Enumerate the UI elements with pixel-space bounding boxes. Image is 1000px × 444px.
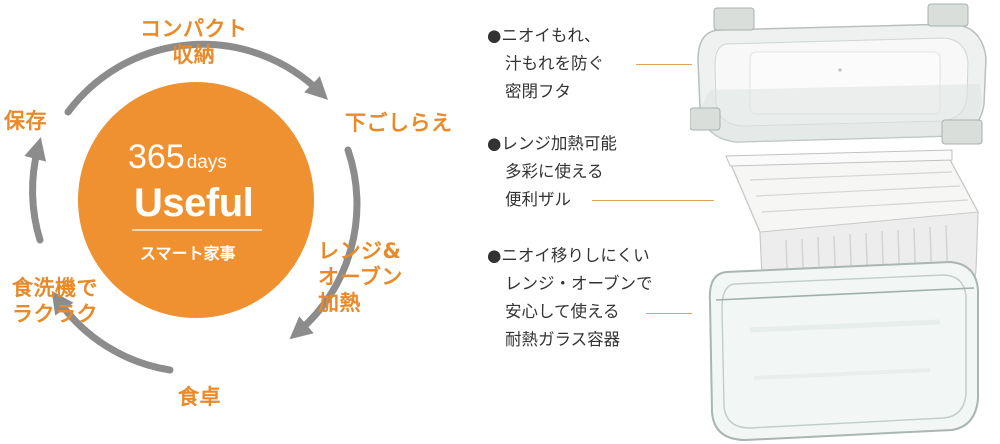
step-dining-table: 食卓 xyxy=(178,384,221,410)
cycle-arrow-right xyxy=(289,146,361,340)
step-compact-line-1: コンパクト xyxy=(140,17,248,41)
feature-glass-line-3: 安心して使える xyxy=(505,302,620,321)
leader-glass xyxy=(646,313,692,314)
feature-glass: ●ニオイ移りしにくい レンジ・オーブンで 安心して使える 耐熱ガラス容器 xyxy=(487,242,653,354)
leader-colander xyxy=(592,200,714,201)
feature-lid-line-1: ●ニオイもれ、 xyxy=(487,26,601,45)
feature-colander: ●レンジ加熱可能 多彩に使える 便利ザル xyxy=(487,130,617,214)
cycle-arrow-bottom xyxy=(51,290,174,374)
step-dishwasher-line-2: ラクラク xyxy=(12,302,98,326)
step-microwave-line-2: オーブン xyxy=(318,265,403,289)
feature-glass-line-2: レンジ・オーブンで xyxy=(505,274,653,293)
feature-lid-line-2: 汁もれを防ぐ xyxy=(505,54,604,73)
step-compact-storage: コンパクト 収納 xyxy=(140,16,248,68)
step-prep: 下ごしらえ xyxy=(345,110,453,136)
feature-lid-line-3: 密閉フタ xyxy=(505,82,571,101)
feature-glass-line-1: ●ニオイ移りしにくい xyxy=(487,246,650,265)
feature-colander-line-1: ●レンジ加熱可能 xyxy=(487,134,617,153)
feature-colander-line-2: 多彩に使える xyxy=(505,162,604,181)
center-days: days xyxy=(186,152,227,173)
step-microwave-oven: レンジ& オーブン 加熱 xyxy=(318,238,403,316)
leader-lid xyxy=(636,64,692,65)
step-compact-line-2: 収納 xyxy=(172,43,216,67)
feature-colander-line-3: 便利ザル xyxy=(505,190,571,209)
feature-lid: ●ニオイもれ、 汁もれを防ぐ 密閉フタ xyxy=(487,22,604,106)
feature-glass-line-4: 耐熱ガラス容器 xyxy=(505,330,621,349)
glass-container-image xyxy=(708,260,979,442)
cycle-arrow-left xyxy=(24,137,47,244)
step-dining-line-1: 食卓 xyxy=(178,385,221,409)
center-subtitle: スマート家事 xyxy=(140,244,236,263)
cycle-diagram xyxy=(24,40,361,374)
step-dishwasher: 食洗機で ラクラク xyxy=(12,275,98,327)
step-microwave-line-1: レンジ& xyxy=(318,239,402,263)
step-prep-line-1: 下ごしらえ xyxy=(345,111,453,135)
product-illustration xyxy=(690,3,987,442)
step-dishwasher-line-1: 食洗機で xyxy=(12,276,98,300)
step-storage: 保存 xyxy=(4,108,47,134)
step-microwave-line-3: 加熱 xyxy=(318,291,361,315)
cycle-arrow-top xyxy=(64,40,329,116)
lid-image xyxy=(690,3,987,145)
center-number: 365 xyxy=(128,138,185,176)
step-storage-line-1: 保存 xyxy=(4,109,47,133)
center-useful: Useful xyxy=(134,181,254,225)
center-circle xyxy=(78,82,314,318)
